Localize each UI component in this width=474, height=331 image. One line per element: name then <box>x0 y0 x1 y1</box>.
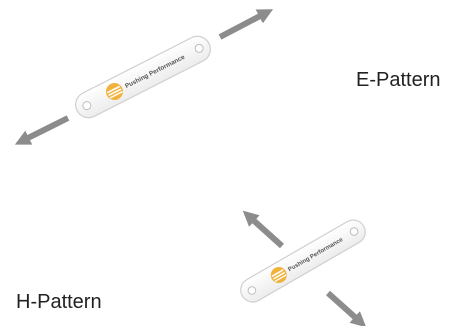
e-pattern-label: E-Pattern <box>356 69 441 91</box>
arrow-icon <box>218 9 274 40</box>
logo-icon <box>105 83 123 101</box>
arrow-icon <box>325 290 367 328</box>
e-pattern-group: Pushing Performance <box>14 9 274 145</box>
tag-icon: Pushing Performance <box>75 35 211 119</box>
h-pattern-label: H-Pattern <box>16 291 102 313</box>
arrow-icon <box>242 210 285 249</box>
arrow-icon <box>14 115 70 145</box>
tag-icon: Pushing Performance <box>240 219 366 303</box>
h-pattern-group: Pushing Performance <box>240 210 367 328</box>
logo-icon <box>270 267 287 283</box>
